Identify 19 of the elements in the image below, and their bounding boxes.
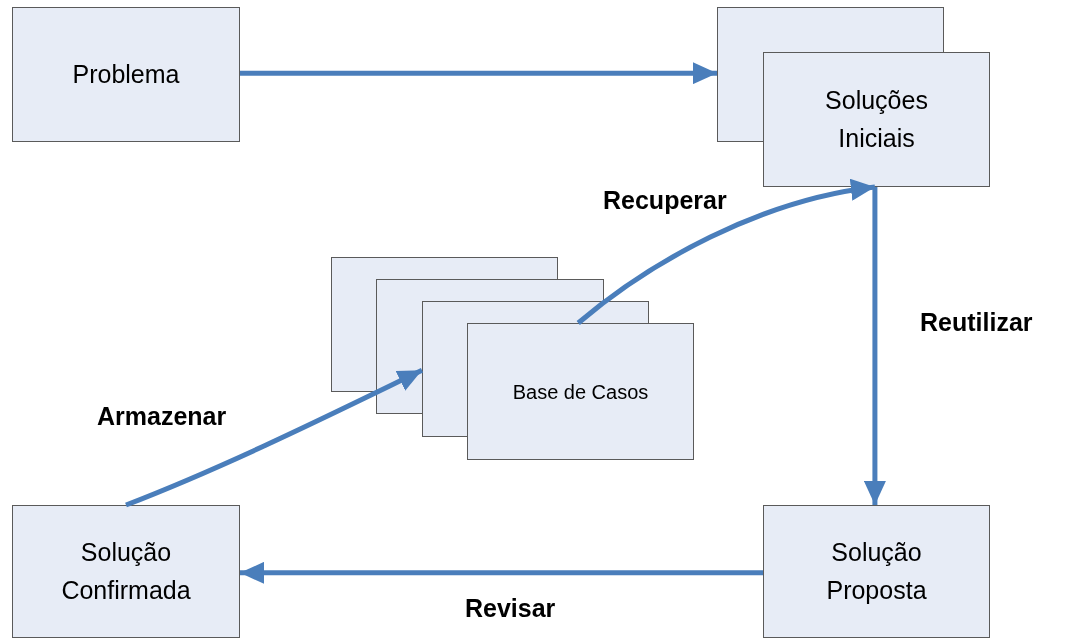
process-box	[12, 7, 240, 142]
box-text: Solução Confirmada	[60, 537, 192, 606]
arrow	[125, 368, 424, 508]
arrow	[576, 179, 876, 325]
arrow	[240, 62, 717, 85]
edge-label: Reutilizar	[920, 310, 1033, 335]
box-text: Solução Proposta	[825, 537, 928, 606]
stacked-cards	[331, 257, 695, 461]
process-box	[12, 505, 240, 638]
edge-label: Recuperar	[603, 188, 727, 213]
box-text: Problema	[72, 58, 180, 90]
arrow	[240, 561, 763, 584]
box-text: Base de Casos	[512, 379, 649, 405]
arrow	[863, 187, 886, 505]
edge-label: Armazenar	[97, 404, 227, 429]
stacked-cards	[717, 7, 990, 188]
process-box	[763, 505, 990, 638]
box-text: Soluções Iniciais	[824, 85, 929, 154]
edge-label: Revisar	[465, 596, 556, 621]
